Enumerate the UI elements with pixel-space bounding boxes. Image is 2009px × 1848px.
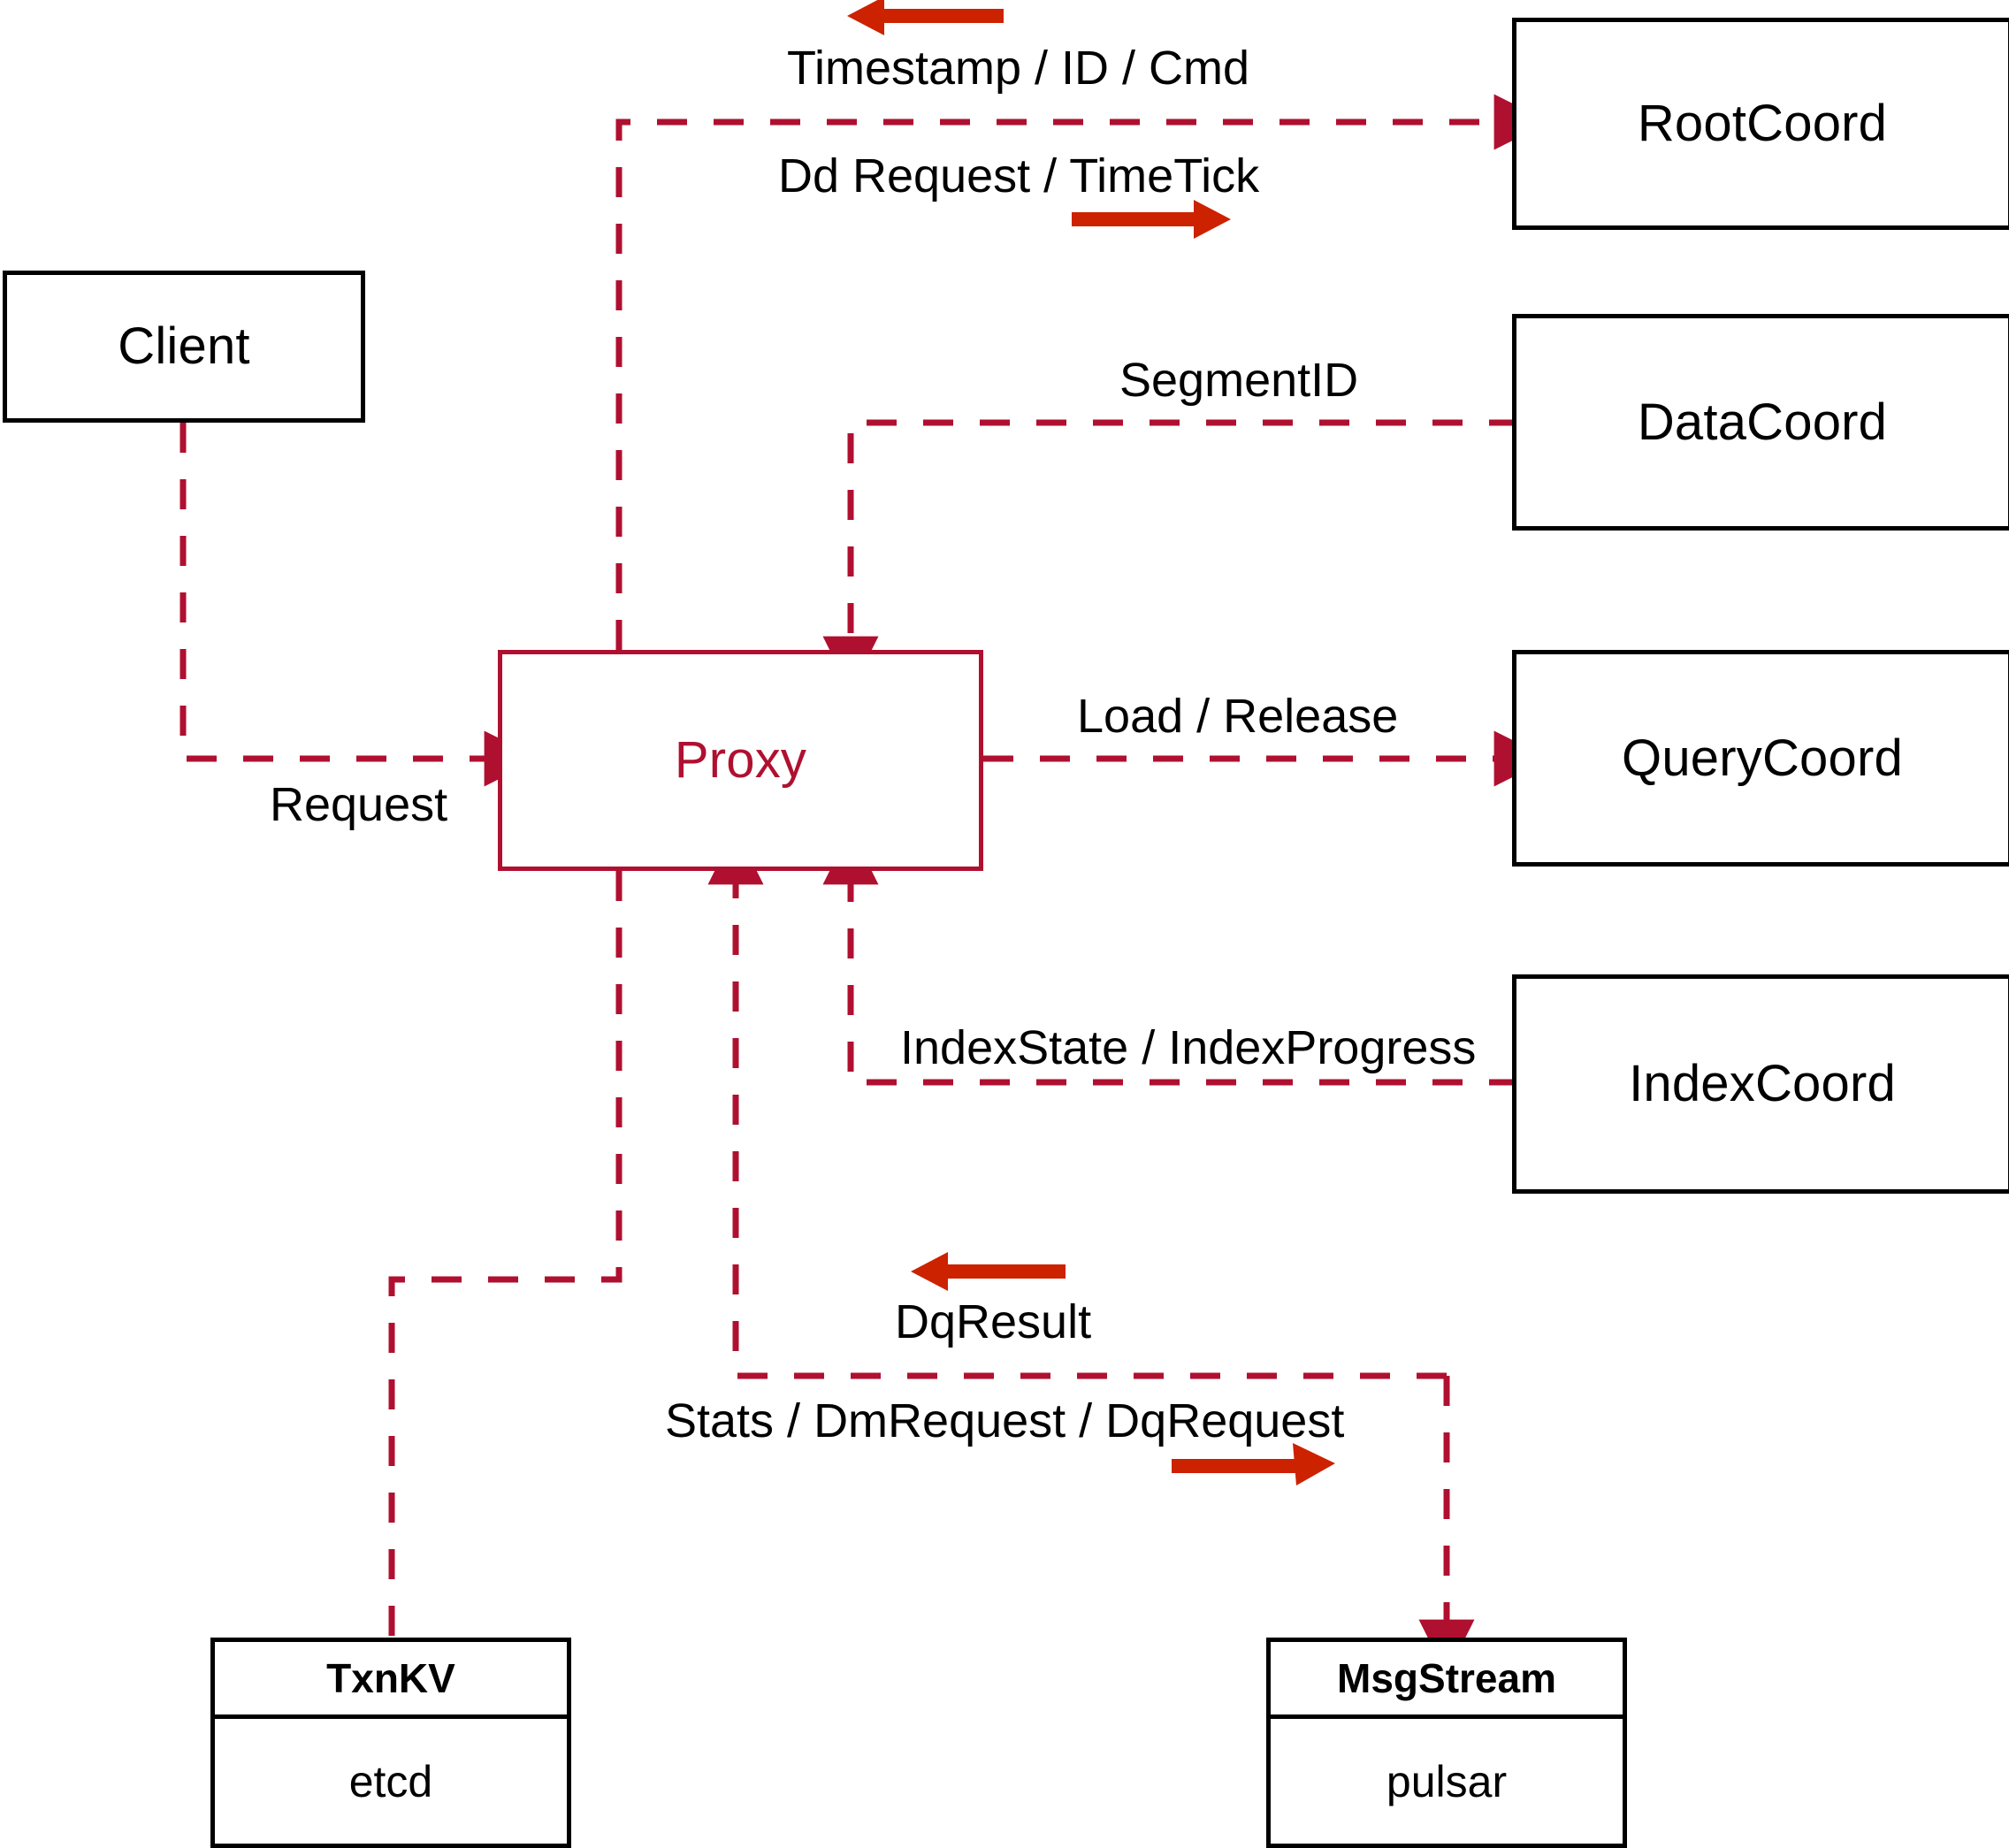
- stats-request-arrow: [1172, 1443, 1335, 1485]
- edge-label-load-release: Load / Release: [1077, 690, 1399, 743]
- node-indexcoord[interactable]: IndexCoord: [1512, 974, 2009, 1194]
- node-client[interactable]: Client: [3, 271, 365, 423]
- node-indexcoord-label: IndexCoord: [1629, 1055, 1896, 1112]
- node-datacoord-label: DataCoord: [1637, 393, 1888, 451]
- edge-label-request: Request: [270, 778, 448, 831]
- node-rootcoord[interactable]: RootCoord: [1512, 18, 2009, 230]
- node-querycoord[interactable]: QueryCoord: [1512, 650, 2009, 867]
- node-client-label: Client: [118, 317, 250, 375]
- node-msgstream[interactable]: MsgStream pulsar: [1266, 1638, 1627, 1848]
- edge-label-dqresult: DqResult: [895, 1295, 1092, 1348]
- node-txnkv[interactable]: TxnKV etcd: [210, 1638, 571, 1848]
- edge-indexcoord-proxy: [822, 829, 1519, 1086]
- edge-msgstream-proxy: [707, 829, 1447, 1379]
- edge-label-timestamp-id-cmd: Timestamp / ID / Cmd: [787, 42, 1250, 95]
- edge-client-proxy: [180, 423, 540, 787]
- edge-datacoord-proxy: [822, 419, 1519, 692]
- node-querycoord-label: QueryCoord: [1622, 729, 1903, 787]
- dqresult-arrow: [911, 1252, 1066, 1291]
- node-proxy-label: Proxy: [674, 731, 807, 789]
- dd-request-timetick-arrow: [1072, 200, 1231, 239]
- edge-label-dd-request-timetick: Dd Request / TimeTick: [778, 149, 1260, 202]
- edge-label-indexstate-progress: IndexState / IndexProgress: [900, 1021, 1477, 1074]
- edge-proxy-txnkv: [388, 871, 623, 1638]
- edge-label-stats-dm-dq-request: Stats / DmRequest / DqRequest: [665, 1394, 1345, 1447]
- node-txnkv-body: etcd: [348, 1756, 433, 1806]
- edge-label-segmentid: SegmentID: [1119, 354, 1359, 407]
- node-msgstream-header: MsgStream: [1271, 1642, 1623, 1719]
- edge-proxy-rootcoord: [615, 94, 1550, 650]
- node-rootcoord-label: RootCoord: [1637, 95, 1888, 152]
- node-proxy[interactable]: Proxy: [498, 650, 983, 871]
- node-msgstream-body: pulsar: [1386, 1756, 1508, 1806]
- node-txnkv-header: TxnKV: [215, 1642, 567, 1719]
- node-datacoord[interactable]: DataCoord: [1512, 314, 2009, 531]
- timestamp-id-cmd-arrow: [847, 0, 1004, 35]
